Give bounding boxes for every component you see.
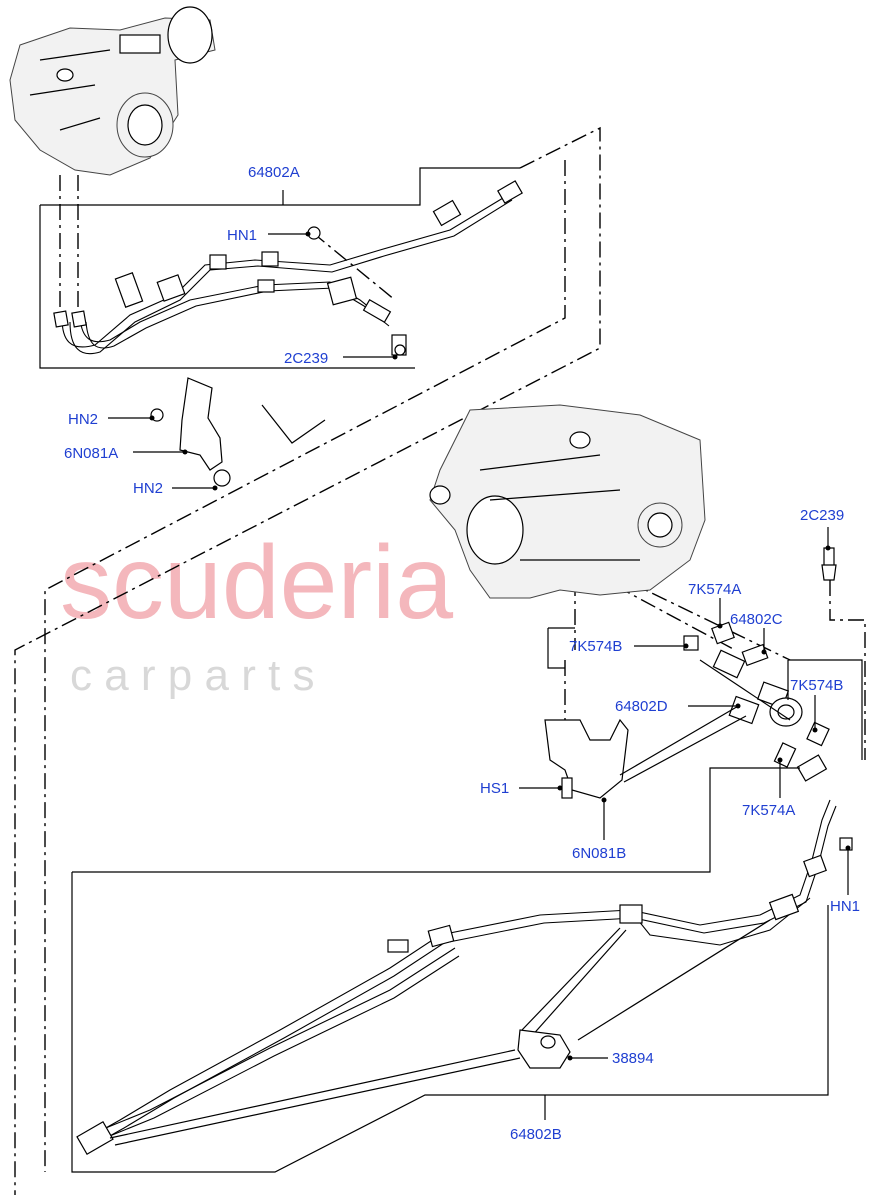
label-hn1-right: HN1: [830, 898, 860, 915]
label-hn2-b: HN2: [133, 480, 163, 497]
bracket-6N081A: [150, 377, 326, 487]
label-38894: 38894: [612, 1050, 654, 1067]
label-6n081b: 6N081B: [572, 845, 626, 862]
label-hn1-top: HN1: [227, 227, 257, 244]
label-7k574b-right: 7K574B: [790, 677, 843, 694]
label-7k574a-top: 7K574A: [688, 581, 741, 598]
assembly-outline-64802B: [71, 627, 863, 1173]
transfer-case-middle: [429, 404, 706, 599]
label-7k574b-left: 7K574B: [569, 638, 622, 655]
label-64802c: 64802C: [730, 611, 783, 628]
watermark-main: scuderia: [60, 525, 453, 641]
watermark-sub: c a r p a r t s: [70, 651, 315, 700]
label-64802A: 64802A: [248, 164, 300, 181]
label-2c239-top: 2C239: [284, 350, 328, 367]
label-64802b: 64802B: [510, 1126, 562, 1143]
assembly-outline-64802A: [39, 167, 520, 369]
watermark: scuderia c a r p a r t s: [60, 525, 453, 700]
pipe-assembly-64802A: [53, 180, 523, 356]
callout-labels: 64802A HN1 2C239 HN2 6N081A HN2 2C239 7K…: [64, 164, 860, 1143]
label-6n081a: 6N081A: [64, 445, 118, 462]
bracket-6N081B: [544, 704, 747, 799]
label-64802d: 64802D: [615, 698, 668, 715]
transfer-case-top: [9, 6, 216, 176]
label-7k574a-low: 7K574A: [742, 802, 795, 819]
label-2c239-right: 2C239: [800, 507, 844, 524]
leader-lines: [108, 231, 851, 1120]
label-hn2-a: HN2: [68, 411, 98, 428]
pipe-assembly-64802B: [76, 799, 837, 1155]
label-hs1: HS1: [480, 780, 509, 797]
clip-38894: [517, 1029, 571, 1069]
